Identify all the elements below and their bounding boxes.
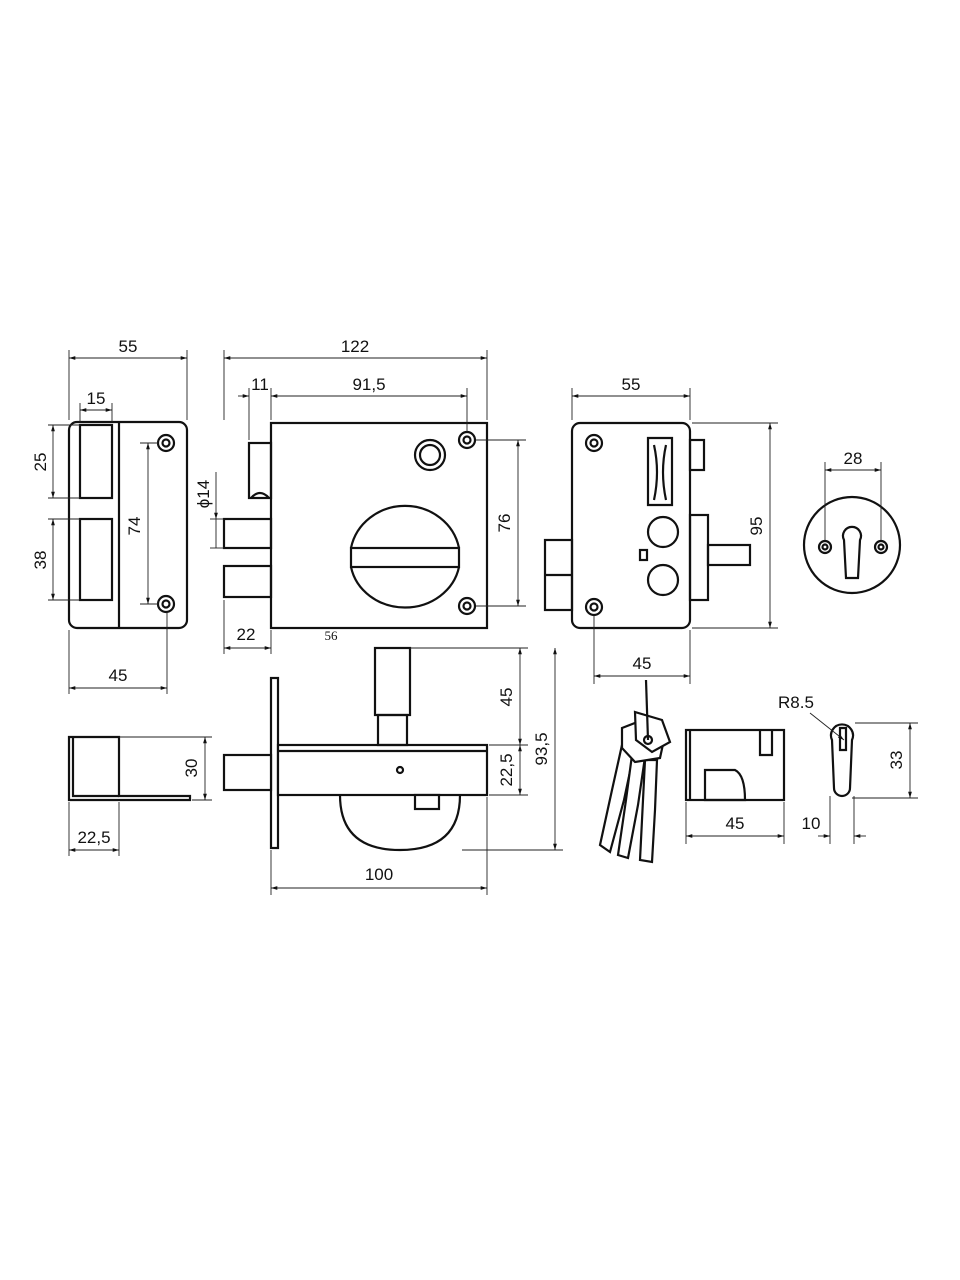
dim-bolt-diameter: ϕ14 bbox=[194, 480, 213, 508]
strike-front-view: 55 15 25 38 74 45 bbox=[31, 337, 189, 694]
dim-side-hole-offset: 45 bbox=[633, 654, 652, 673]
dim-strike-width: 55 bbox=[119, 337, 138, 356]
cylinder-and-keys-view: R8.5 33 45 10 bbox=[598, 679, 918, 864]
rosette-view: 28 bbox=[802, 449, 902, 595]
dim-total-height: 93,5 bbox=[532, 732, 551, 765]
lock-top-view: 45 22,5 93,5 100 bbox=[222, 646, 563, 895]
dim-cylinder-width: 10 bbox=[802, 814, 821, 833]
keys-icon bbox=[598, 679, 672, 864]
dim-backset: 56 bbox=[325, 628, 339, 643]
dim-top-width: 100 bbox=[365, 865, 393, 884]
dim-side-height: 95 bbox=[747, 517, 766, 536]
dim-strike-base: 45 bbox=[109, 666, 128, 685]
dim-slot1-height: 25 bbox=[31, 453, 50, 472]
dim-strike-slot-width: 15 bbox=[87, 389, 106, 408]
dim-cylinder-offset: 11 bbox=[251, 375, 269, 394]
dim-overall-width: 122 bbox=[341, 337, 369, 356]
dim-hole-spacing-h: 91,5 bbox=[352, 375, 385, 394]
dim-bolt-projection: 22 bbox=[237, 625, 256, 644]
dim-cylinder-length: 45 bbox=[726, 814, 745, 833]
dim-cylinder-height: 33 bbox=[887, 751, 906, 770]
dim-slot2-height: 38 bbox=[31, 551, 50, 570]
dim-strike-holes: 74 bbox=[125, 517, 144, 536]
dim-spindle-height: 45 bbox=[497, 688, 516, 707]
dim-body-height: 22,5 bbox=[497, 753, 516, 786]
dim-cylinder-radius: R8.5 bbox=[778, 693, 814, 712]
dim-strike-side-depth: 22,5 bbox=[77, 828, 110, 847]
dim-rosette-holes: 28 bbox=[844, 449, 863, 468]
dim-hole-spacing-v: 76 bbox=[495, 514, 514, 533]
dim-side-depth: 55 bbox=[622, 375, 641, 394]
strike-side-view: 30 22,5 bbox=[67, 735, 212, 856]
lock-front-view: 122 11 91,5 76 ϕ14 22 56 bbox=[194, 337, 526, 654]
lock-side-view: 55 95 45 bbox=[543, 375, 778, 684]
dim-strike-side-height: 30 bbox=[182, 759, 201, 778]
